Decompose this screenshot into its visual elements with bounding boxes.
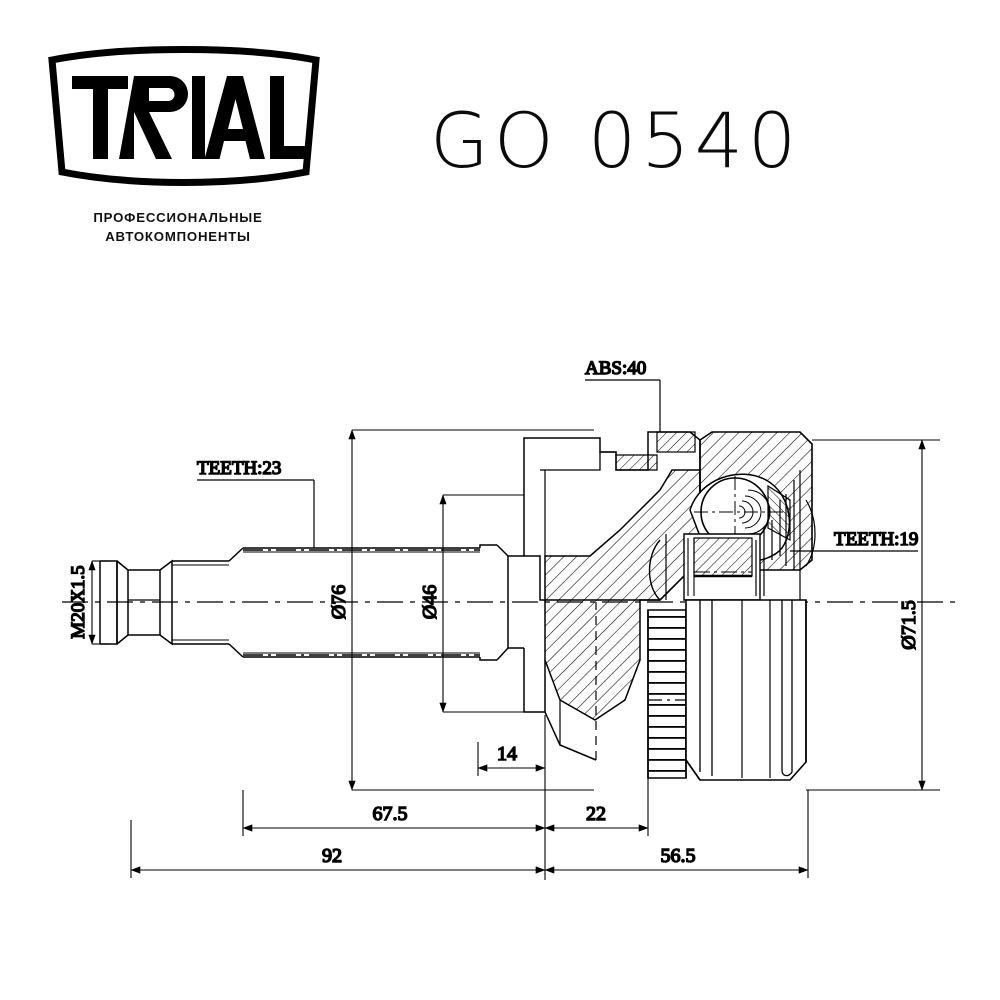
trialli-logo: [44, 40, 324, 190]
housing-lower-body: [685, 599, 807, 781]
brand-tagline: ПРОФЕССИОНАЛЬНЫЕ АВТОКОМПОНЕНТЫ: [44, 208, 312, 246]
dim-56-5: [544, 790, 809, 878]
dim-14-label: 14: [497, 743, 517, 765]
dim-d71-5-label: Ø71.5: [898, 600, 920, 649]
part-number: GO 0540: [430, 96, 802, 185]
dim-67-5-label: 67.5: [373, 803, 408, 825]
callout-teeth-23: [197, 479, 315, 548]
dim-67-5: [242, 776, 546, 880]
dim-d76-label: Ø76: [328, 585, 350, 619]
dim-56-5-label: 56.5: [661, 845, 696, 867]
abs-tone-ring: [647, 609, 687, 779]
brand-block: ПРОФЕССИОНАЛЬНЫЕ АВТОКОМПОНЕНТЫ: [44, 40, 344, 246]
brand-tagline-line1: ПРОФЕССИОНАЛЬНЫЕ: [93, 210, 263, 225]
flange-section: [523, 431, 701, 761]
teeth-outer-label: TEETH:19: [834, 529, 918, 550]
callout-abs: [585, 379, 661, 432]
thread-label: M20X1.5: [68, 565, 89, 638]
logo-outline-shape: [48, 46, 320, 186]
dim-92: [130, 820, 546, 878]
dim-22: [544, 778, 649, 836]
inner-race-cage: [648, 470, 816, 601]
dim-thread-m20: [88, 560, 108, 645]
logo-wordmark: [72, 76, 306, 159]
teeth-inner-label: TEETH:23: [197, 458, 281, 479]
logo-svg: [48, 46, 320, 186]
dim-diameter-46: [439, 494, 524, 713]
dim-diameter-71-5: [806, 439, 940, 791]
dim-22-label: 22: [586, 803, 606, 825]
dim-14: [477, 715, 546, 776]
dim-92-label: 92: [322, 845, 342, 867]
brand-tagline-line2: АВТОКОМПОНЕНТЫ: [105, 229, 251, 245]
dim-diameter-76: [348, 429, 594, 791]
abs-ring-seat: [656, 431, 696, 453]
threaded-shaft-nut: [99, 559, 229, 646]
dim-d46-label: Ø46: [419, 585, 441, 619]
abs-label: ABS:40: [585, 358, 646, 379]
